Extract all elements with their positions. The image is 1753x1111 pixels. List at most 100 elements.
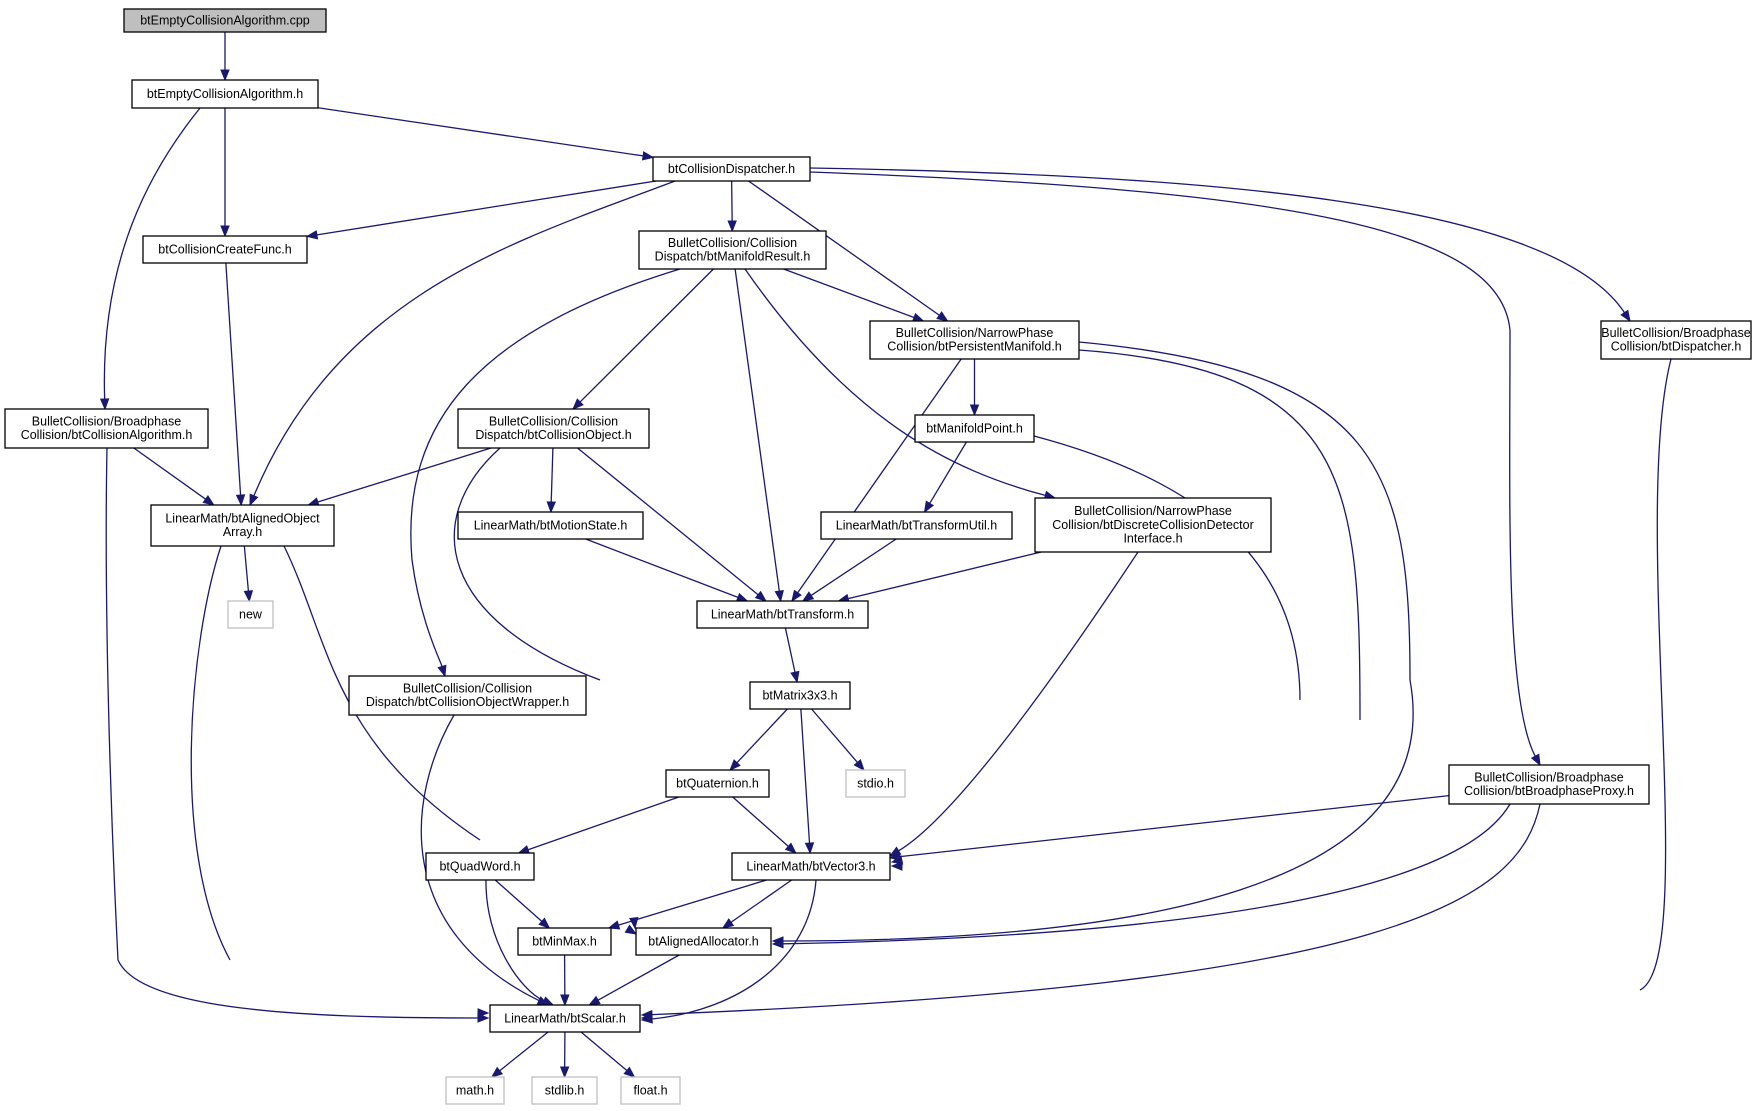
node-math-h[interactable]: math.h	[445, 1076, 505, 1105]
node-persistentmanifold-h[interactable]: BulletCollision/NarrowPhaseCollision/btP…	[869, 320, 1080, 360]
node-box	[1448, 764, 1650, 805]
node-quaternion-h[interactable]: btQuaternion.h	[665, 769, 770, 798]
node-eca-h[interactable]: btEmptyCollisionAlgorithm.h	[131, 79, 319, 109]
node-stdlib-h[interactable]: stdlib.h	[531, 1076, 598, 1105]
arrowhead-icon	[936, 311, 949, 322]
arrowhead-icon	[623, 1066, 636, 1078]
node-createfunc-h[interactable]: btCollisionCreateFunc.h	[142, 235, 308, 264]
edge-line	[1078, 349, 1361, 721]
arrowhead-icon	[853, 758, 865, 772]
edge-line	[782, 803, 1511, 945]
edge-eca_h-to-dispatcher_h	[317, 107, 655, 161]
edge-manifoldresult_h-to-discretecd_h	[744, 268, 1057, 500]
edge-manifoldresult_h-to-collisionobject_h	[572, 268, 714, 410]
node-label: BulletCollision/Collision	[403, 682, 532, 696]
edge-alignedallocator_h-to-scalar_h	[588, 954, 680, 1006]
edge-dispatcher_h-to-btdispatcher_h	[809, 167, 1631, 323]
edge-eca_h-to-collisionalgorithm_h	[99, 107, 201, 411]
arrowhead-icon	[572, 398, 584, 410]
node-btdispatcher-h[interactable]: BulletCollision/BroadphaseCollision/btDi…	[1600, 320, 1752, 360]
edge-line	[736, 708, 788, 764]
node-matrix3x3-h[interactable]: btMatrix3x3.h	[749, 681, 851, 710]
node-label: btAlignedAllocator.h	[648, 934, 759, 948]
edge-transformutil_h-to-transform_h	[801, 538, 897, 602]
node-label: LinearMath/btAlignedObject	[165, 512, 320, 526]
arrowhead-icon	[888, 851, 901, 862]
node-collisionobject-h[interactable]: BulletCollision/CollisionDispatch/btColl…	[457, 408, 650, 449]
node-stdio-h[interactable]: stdio.h	[845, 769, 906, 798]
edge-line	[782, 341, 1414, 942]
node-float-h[interactable]: float.h	[620, 1076, 681, 1105]
edge-line	[809, 167, 1626, 314]
edge-persistentmanifold_h-to-manifoldpoint_h	[969, 359, 980, 417]
edge-createfunc_h-to-alignedobjectarray_h	[225, 262, 246, 507]
arrowhead-icon	[771, 939, 784, 949]
node-label: LinearMath/btTransform.h	[711, 607, 854, 621]
arrowhead-icon	[729, 759, 741, 771]
node-label: btEmptyCollisionAlgorithm.h	[147, 87, 303, 101]
arrowhead-icon	[220, 225, 230, 238]
edge-line	[580, 1031, 628, 1072]
edge-collisionobject_h-to-transform_h	[577, 447, 767, 602]
edge-collisionobject_h-to-alignedobjectarray_h	[306, 447, 492, 507]
node-label: BulletCollision/NarrowPhase	[1074, 504, 1232, 518]
node-collisionalgorithm-h[interactable]: BulletCollision/BroadphaseCollision/btCo…	[4, 408, 209, 449]
edge-line	[577, 447, 759, 596]
edge-line	[734, 268, 780, 592]
node-label: btCollisionCreateFunc.h	[158, 242, 291, 256]
node-box	[652, 156, 811, 182]
node-vector3-h[interactable]: LinearMath/btVector3.h	[731, 852, 891, 881]
node-label: btQuadWord.h	[439, 859, 520, 873]
node-label: LinearMath/btVector3.h	[746, 859, 875, 873]
node-alignedallocator-h[interactable]: btAlignedAllocator.h	[635, 927, 772, 956]
node-manifoldresult-h[interactable]: BulletCollision/CollisionDispatch/btMani…	[638, 230, 827, 270]
node-box	[142, 235, 308, 264]
node-broadphaseproxy-h[interactable]: BulletCollision/BroadphaseCollision/btBr…	[1448, 764, 1650, 805]
node-root[interactable]: btEmptyCollisionAlgorithm.cpp	[123, 8, 327, 33]
node-manifoldpoint-h[interactable]: btManifoldPoint.h	[914, 414, 1035, 443]
node-label: new	[239, 607, 263, 621]
edge-line	[809, 171, 1536, 757]
node-discretecd-h[interactable]: BulletCollision/NarrowPhaseCollision/btD…	[1034, 497, 1272, 553]
arrowhead-icon	[607, 920, 621, 930]
node-label: LinearMath/btTransformUtil.h	[836, 518, 997, 532]
arrowhead-icon	[774, 589, 784, 603]
node-label: Dispatch/btCollisionObject.h	[475, 428, 631, 442]
edge-line	[597, 954, 680, 1001]
edge-line	[243, 545, 250, 592]
arrowhead-icon	[490, 1066, 504, 1078]
edge-scalar_h-to-math_h	[490, 1031, 549, 1078]
edge-line	[579, 268, 714, 403]
node-transform-h[interactable]: LinearMath/btTransform.h	[696, 600, 869, 629]
node-scalar-h[interactable]: LinearMath/btScalar.h	[489, 1004, 641, 1033]
edge-line	[133, 447, 206, 500]
edge-line	[651, 803, 1541, 1016]
edges-layer	[99, 31, 1672, 1079]
edge-line	[585, 538, 739, 599]
node-box	[820, 511, 1013, 540]
edge-manifoldresult_h-to-transform_h	[734, 268, 784, 603]
arrowhead-icon	[721, 918, 735, 929]
node-box	[123, 8, 327, 33]
arrowhead-icon	[890, 861, 903, 871]
arrowhead-icon	[641, 151, 655, 161]
edge-line	[1033, 435, 1301, 701]
arrowhead-icon	[969, 404, 980, 417]
node-dispatcher-h[interactable]: btCollisionDispatcher.h	[652, 156, 811, 182]
node-new[interactable]: new	[227, 600, 274, 629]
node-label: btMinMax.h	[532, 934, 597, 948]
node-minmax-h[interactable]: btMinMax.h	[517, 927, 612, 956]
edge-line	[811, 708, 858, 763]
node-objectwrapper-h[interactable]: BulletCollision/CollisionDispatch/btColl…	[348, 675, 587, 716]
node-label: BulletCollision/Collision	[489, 415, 618, 429]
node-transformutil-h[interactable]: LinearMath/btTransformUtil.h	[820, 511, 1013, 540]
edge-quadword_h-to-minmax_h	[494, 879, 551, 929]
node-motionstate-h[interactable]: LinearMath/btMotionState.h	[457, 511, 644, 540]
edge-line	[499, 1031, 549, 1072]
edge-dispatcher_h-to-persistentmanifold_h	[748, 180, 949, 322]
edge-manifoldpoint_h-to-transformutil_h	[923, 441, 967, 514]
node-quadword-h[interactable]: btQuadWord.h	[425, 852, 535, 881]
arrowhead-icon	[640, 1014, 653, 1024]
node-box	[4, 408, 209, 449]
